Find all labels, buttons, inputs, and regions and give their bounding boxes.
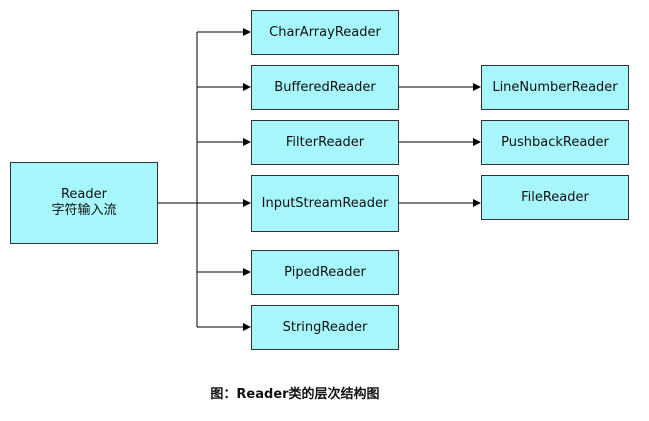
node-file-reader: FileReader [481,175,629,220]
node-label: PipedReader [284,264,366,280]
node-buffered-reader: BufferedReader [251,65,399,110]
node-label: LineNumberReader [492,79,618,95]
node-piped-reader: PipedReader [251,250,399,295]
root-description: 字符输入流 [51,203,117,218]
node-label: BufferedReader [274,79,376,95]
node-chararray-reader: CharArrayReader [251,10,399,55]
node-inputstream-reader: InputStreamReader [251,175,399,232]
node-label: CharArrayReader [269,24,381,40]
node-label: StringReader [282,319,368,335]
node-string-reader: StringReader [251,305,399,350]
node-pushback-reader: PushbackReader [481,120,629,165]
diagram-caption: 图：Reader类的层次结构图 [210,387,380,402]
reader-root-node: Reader 字符输入流 [10,162,158,244]
node-label: PushbackReader [501,134,609,150]
node-filter-reader: FilterReader [251,120,399,165]
node-label: InputStreamReader [261,195,389,211]
node-label: FileReader [521,189,589,205]
root-name: Reader [60,187,107,202]
node-linenumber-reader: LineNumberReader [481,65,629,110]
node-label: FilterReader [285,134,365,150]
